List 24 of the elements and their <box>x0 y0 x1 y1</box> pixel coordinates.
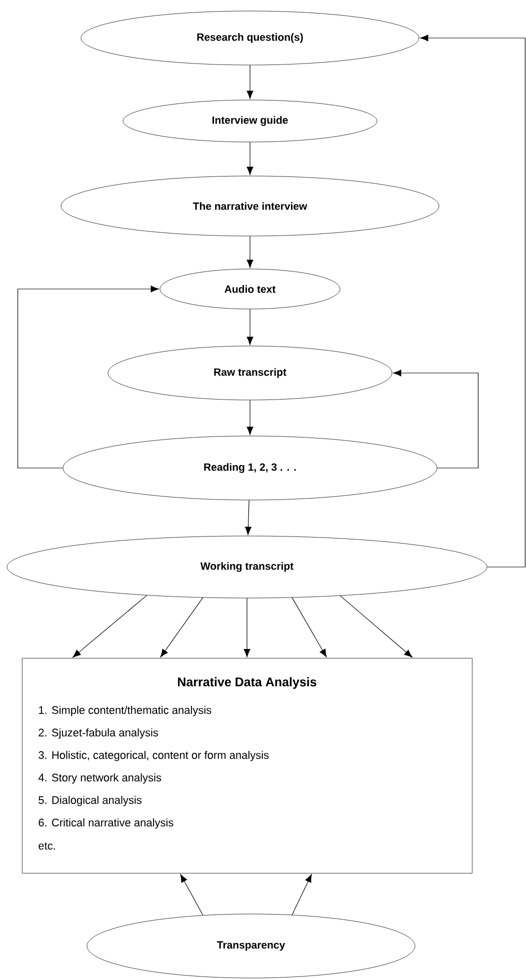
list-item: 3. Holistic, categorical, content or form analysis <box>38 750 269 762</box>
arrow <box>244 598 250 658</box>
arrow <box>246 236 254 268</box>
list-item: 4. Story network analysis <box>38 773 162 784</box>
arrow <box>393 370 478 468</box>
list-item: 1. Simple content/thematic analysis <box>39 706 212 716</box>
arrow <box>246 64 254 99</box>
list-item: etc. <box>38 842 55 850</box>
list-item: 6. Critical narrative analysis <box>38 818 174 829</box>
arrow <box>246 400 254 435</box>
list-item: 2. Sjuzet-fabula analysis <box>38 728 158 739</box>
list-item: 5. Dialogical analysis <box>38 796 142 806</box>
arrow <box>180 874 204 916</box>
arrow <box>292 874 312 916</box>
arrow <box>244 500 252 535</box>
arrow <box>72 594 148 658</box>
arrow <box>340 595 412 658</box>
arrow <box>292 597 327 658</box>
arrow <box>160 597 204 658</box>
arrow <box>18 286 159 468</box>
arrow <box>246 142 254 175</box>
arrow <box>246 308 254 345</box>
arrow <box>420 34 526 568</box>
box-title: Narrative Data Analysis <box>178 677 316 689</box>
